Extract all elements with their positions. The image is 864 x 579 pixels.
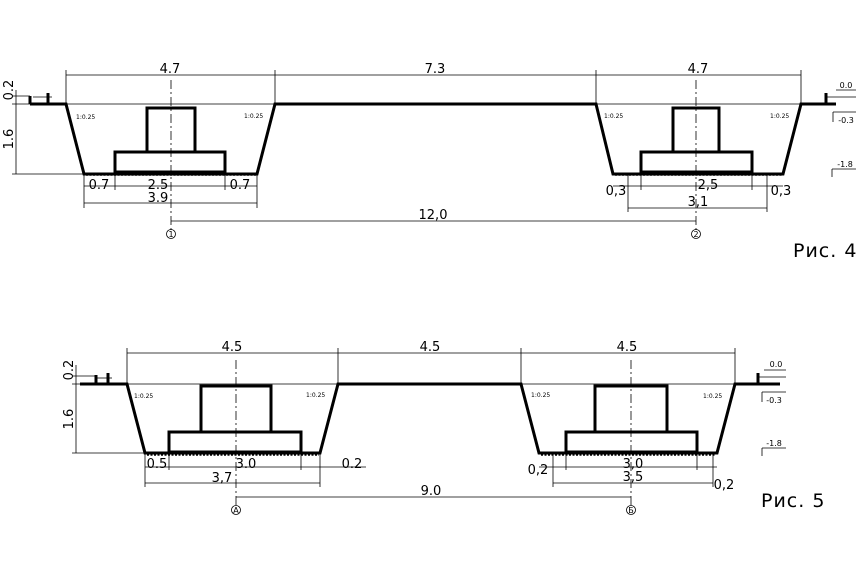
axis-bubble-2: [691, 229, 701, 239]
left-pit-offset-left: 0.7: [89, 178, 110, 193]
axis-bubble-a: [231, 505, 241, 515]
height-1.6: 1.6: [2, 129, 17, 150]
right-foundation-footing: [639, 150, 754, 174]
slope-label: 1:0.25: [76, 114, 95, 121]
height-0.2: 0.2: [62, 360, 77, 381]
axis-distance: 9.0: [421, 484, 442, 499]
right-pit-offset-left: 0,3: [606, 184, 627, 199]
span-1: 4.7: [160, 62, 181, 77]
level-minus-0.3: -0.3: [838, 116, 854, 125]
left-pit-offset-left: 0.5: [147, 457, 168, 472]
right-pit-offset-left: 0,2: [528, 463, 549, 478]
axis-distance: 12,0: [419, 208, 448, 223]
level-minus-1.8: -1.8: [766, 439, 782, 448]
slope-label: 1:0.25: [306, 392, 325, 399]
span-1: 4.5: [222, 340, 243, 355]
axis-label-1: 1: [168, 230, 173, 239]
right-pit-bottom: 3,5: [623, 470, 644, 485]
right-foundation-footing: [564, 430, 699, 454]
span-2: 7.3: [425, 62, 446, 77]
slope-label: 1:0.25: [703, 393, 722, 400]
slope-label: 1:0.25: [531, 392, 550, 399]
height-0.2: 0.2: [2, 80, 17, 101]
left-foundation-footing: [167, 430, 303, 454]
pit-profile: [80, 382, 780, 455]
figure-4: 4.7 7.3 4.7 0.2 1.6 1:0.25 1:0.25 1:0.25…: [2, 62, 857, 262]
slope-label: 1:0.25: [244, 113, 263, 120]
height-1.6: 1.6: [62, 409, 77, 430]
level-minus-0.3: -0.3: [766, 396, 782, 405]
axis-bubble-1: [166, 229, 176, 239]
left-pit-offset-right: 0.2: [342, 457, 363, 472]
axis-bubble-b: [626, 505, 636, 515]
span-3: 4.5: [617, 340, 638, 355]
level-minus-1.8: -1.8: [837, 160, 853, 169]
right-pit-offset-right: 0,2: [714, 478, 735, 493]
level-0.0: 0.0: [840, 81, 853, 90]
left-pit-width: 3.0: [236, 457, 257, 472]
left-pit-offset-right: 0.7: [230, 178, 251, 193]
figure-caption: Рис. 4: [793, 240, 857, 262]
left-pit-width: 2.5: [148, 178, 169, 193]
axis-label-2: 2: [693, 230, 698, 239]
level-0.0: 0.0: [770, 360, 783, 369]
right-pit-width: 2,5: [698, 178, 719, 193]
left-foundation-footing: [113, 150, 227, 174]
figure-5: 4.5 4.5 4.5 0.2 1.6 1:0.25 1:0.25 1:0.25…: [62, 340, 825, 515]
axis-label-b: Б: [628, 506, 634, 515]
left-pit-bottom: 3.9: [148, 191, 169, 206]
left-foundation-column: [199, 384, 273, 434]
right-pit-bottom: 3,1: [688, 195, 709, 210]
axis-label-a: А: [233, 506, 239, 515]
right-pit-width: 3,0: [623, 457, 644, 472]
slope-label: 1:0.25: [770, 113, 789, 120]
span-2: 4.5: [420, 340, 441, 355]
figure-caption: Рис. 5: [761, 490, 825, 512]
slope-label: 1:0.25: [604, 113, 623, 120]
left-pit-bottom: 3,7: [212, 471, 233, 486]
span-3: 4.7: [688, 62, 709, 77]
slope-label: 1:0.25: [134, 393, 153, 400]
pit-profile: [30, 102, 836, 176]
right-foundation-column: [593, 384, 669, 434]
right-pit-offset-right: 0,3: [771, 184, 792, 199]
